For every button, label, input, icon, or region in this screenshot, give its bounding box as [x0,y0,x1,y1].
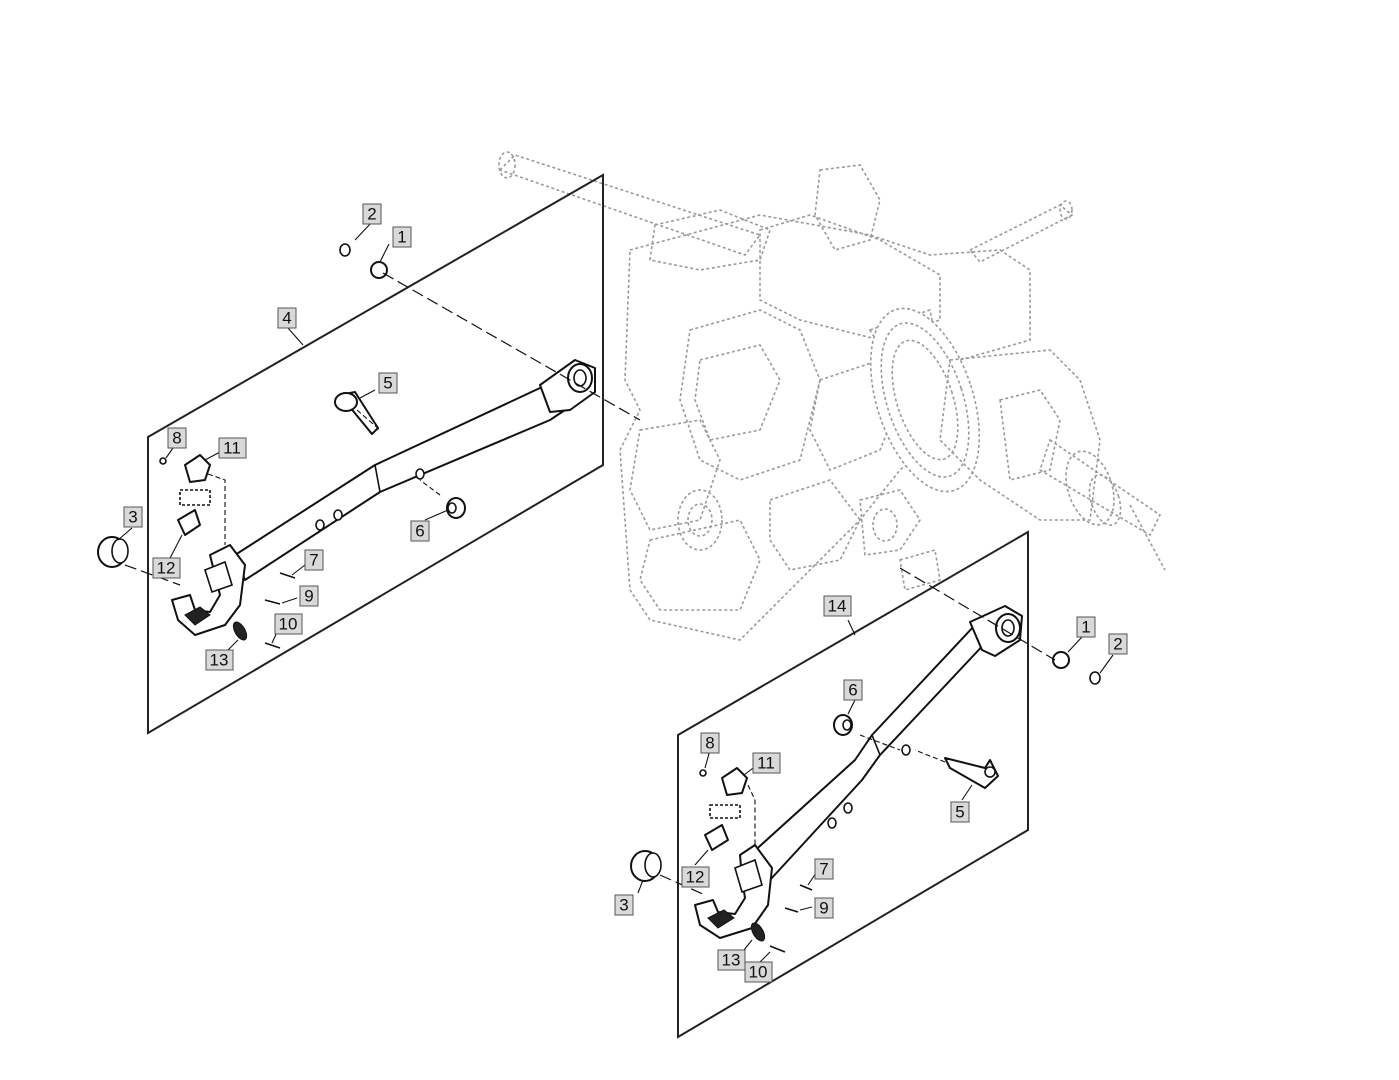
svg-text:2: 2 [367,205,376,224]
callout-1-left: 1 [392,226,412,248]
callout-14: 14 [823,595,852,617]
svg-text:12: 12 [157,559,176,578]
transmission-housing-phantom [498,151,1166,641]
callout-10-right: 10 [744,961,773,983]
svg-text:7: 7 [819,860,828,879]
svg-text:11: 11 [757,754,775,773]
svg-text:1: 1 [1081,618,1090,637]
callout-5-left: 5 [378,372,398,394]
svg-text:8: 8 [172,429,181,448]
svg-text:5: 5 [383,374,392,393]
callout-11-left: 11 [218,437,247,459]
svg-text:5: 5 [955,803,964,822]
callout-6-left: 6 [410,520,430,542]
callout-4: 4 [277,307,297,329]
svg-text:6: 6 [415,522,424,541]
svg-text:3: 3 [619,896,628,915]
right-hook [694,844,773,939]
callout-3-right: 3 [614,894,634,916]
left-hook [171,544,246,636]
callout-7-right: 7 [814,858,834,880]
callout-9-right: 9 [814,897,834,919]
callout-13-right: 13 [717,949,746,971]
callout-2-left: 2 [362,203,382,225]
callout-11-right: 11 [752,752,781,774]
svg-text:12: 12 [686,868,705,887]
callout-12-right: 12 [681,866,710,888]
svg-text:9: 9 [304,587,313,606]
callout-13-left: 13 [205,649,234,671]
svg-text:6: 6 [848,681,857,700]
svg-text:10: 10 [749,963,768,982]
svg-text:11: 11 [223,439,241,458]
callout-9-left: 9 [299,585,319,607]
right-lower-link-arm [749,624,989,881]
callout-10-left: 10 [274,613,303,635]
callout-8-left: 8 [167,427,187,449]
callout-6-right: 6 [843,679,863,701]
svg-text:2: 2 [1113,635,1122,654]
callout-1-right: 1 [1076,616,1096,638]
callout-5-right: 5 [950,801,970,823]
svg-text:7: 7 [309,551,318,570]
left-assembly-panel [97,173,641,735]
svg-text:13: 13 [210,651,229,670]
left-lower-link-arm [234,379,566,581]
callout-12-left: 12 [152,557,181,579]
callout-2-right: 2 [1108,633,1128,655]
svg-text:4: 4 [282,309,291,328]
svg-text:1: 1 [397,228,406,247]
svg-text:14: 14 [828,597,847,616]
callout-8-right: 8 [700,732,720,754]
svg-text:9: 9 [819,899,828,918]
callouts: 2 1 4 5 8 11 3 6 12 7 9 10 13 14 1 2 6 8… [123,203,1128,983]
svg-text:10: 10 [279,615,298,634]
callout-3-left: 3 [123,506,143,528]
svg-text:8: 8 [705,734,714,753]
callout-7-left: 7 [304,549,324,571]
right-assembly-panel [630,530,1114,1039]
svg-text:13: 13 [722,951,741,970]
svg-text:3: 3 [128,508,137,527]
